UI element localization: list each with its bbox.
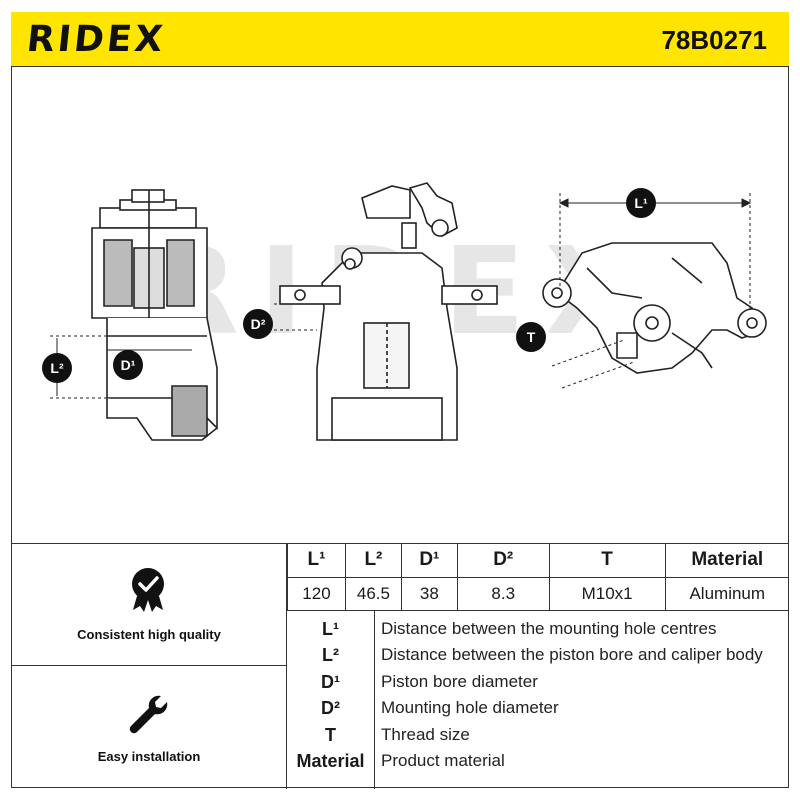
- legend-row: T Thread size: [287, 722, 789, 748]
- legend-desc: Distance between the piston bore and cal…: [381, 645, 763, 664]
- legend-row: D² Mounting hole diameter: [287, 695, 789, 721]
- spec-header: L¹: [287, 544, 346, 578]
- legend-key: D¹: [321, 672, 340, 692]
- spec-value: 120: [287, 576, 346, 611]
- legend-row: L² Distance between the piston bore and …: [287, 642, 789, 668]
- legend-desc: Mounting hole diameter: [381, 698, 559, 717]
- feature-quality: Consistent high quality: [11, 544, 287, 666]
- legend-desc: Piston bore diameter: [381, 672, 538, 691]
- legend-row: D¹ Piston bore diameter: [287, 669, 789, 695]
- brand-logo: RIDEX: [24, 19, 168, 60]
- legend-key: T: [325, 725, 336, 745]
- legend-row: Material Product material: [287, 748, 789, 774]
- caliper-front-view: [279, 182, 498, 441]
- legend: L¹ Distance between the mounting hole ce…: [287, 610, 789, 789]
- badge-d2: D²: [243, 309, 273, 339]
- legend-desc: Distance between the mounting hole centr…: [381, 619, 717, 638]
- legend-divider: [374, 610, 375, 789]
- legend-key: L¹: [322, 619, 339, 639]
- feature-quality-label: Consistent high quality: [77, 627, 221, 642]
- spec-header: D²: [456, 544, 550, 578]
- spec-header: D¹: [400, 544, 458, 578]
- badge-d1-text: D¹: [121, 357, 136, 373]
- spec-value: 38: [400, 576, 458, 611]
- spec-value-row: 120 46.5 38 8.3 M10x1 Aluminum: [287, 576, 789, 611]
- spec-section: Consistent high quality Easy installatio…: [11, 543, 789, 789]
- feature-installation-label: Easy installation: [97, 749, 201, 764]
- header-bar: RIDEX 78B0271: [11, 12, 789, 67]
- legend-row: L¹ Distance between the mounting hole ce…: [287, 616, 789, 642]
- badge-l1: L¹: [626, 188, 656, 218]
- wrench-icon: [129, 695, 168, 734]
- spec-value: M10x1: [548, 576, 666, 611]
- caliper-side-view: [91, 189, 218, 441]
- badge-d2-text: D²: [251, 316, 266, 332]
- spec-header: Material: [664, 544, 789, 578]
- spec-value: 46.5: [344, 576, 402, 611]
- feature-column: Consistent high quality Easy installatio…: [11, 544, 287, 789]
- caliper-drawing-svg: RIDEX: [42, 182, 767, 441]
- spec-header: L²: [344, 544, 402, 578]
- part-number: 78B0271: [661, 25, 767, 55]
- spec-value: Aluminum: [664, 576, 789, 611]
- spec-header: T: [548, 544, 666, 578]
- badge-l1-text: L¹: [634, 195, 648, 211]
- spec-header-row: L¹ L² D¹ D² T Material: [287, 544, 789, 578]
- d2-dimension: [274, 303, 317, 331]
- spec-value: 8.3: [456, 576, 550, 611]
- caliper-back-view: [542, 242, 767, 374]
- quality-seal-icon: [132, 568, 164, 612]
- badge-t: T: [516, 322, 546, 352]
- badge-d1: D¹: [113, 350, 143, 380]
- badge-l2: L²: [42, 353, 72, 383]
- legend-desc: Product material: [381, 751, 505, 770]
- technical-drawing: RIDEX: [12, 68, 788, 543]
- t-dimension: [551, 339, 635, 389]
- feature-installation: Easy installation: [11, 666, 287, 789]
- badge-l2-text: L²: [50, 360, 64, 376]
- legend-desc: Thread size: [381, 725, 470, 744]
- legend-key: D²: [321, 698, 340, 718]
- badge-t-text: T: [527, 329, 536, 345]
- legend-key: Material: [296, 751, 365, 771]
- spec-table: L¹ L² D¹ D² T Material 120 46.5 38 8.3 M…: [287, 544, 789, 611]
- legend-key: L²: [322, 645, 339, 665]
